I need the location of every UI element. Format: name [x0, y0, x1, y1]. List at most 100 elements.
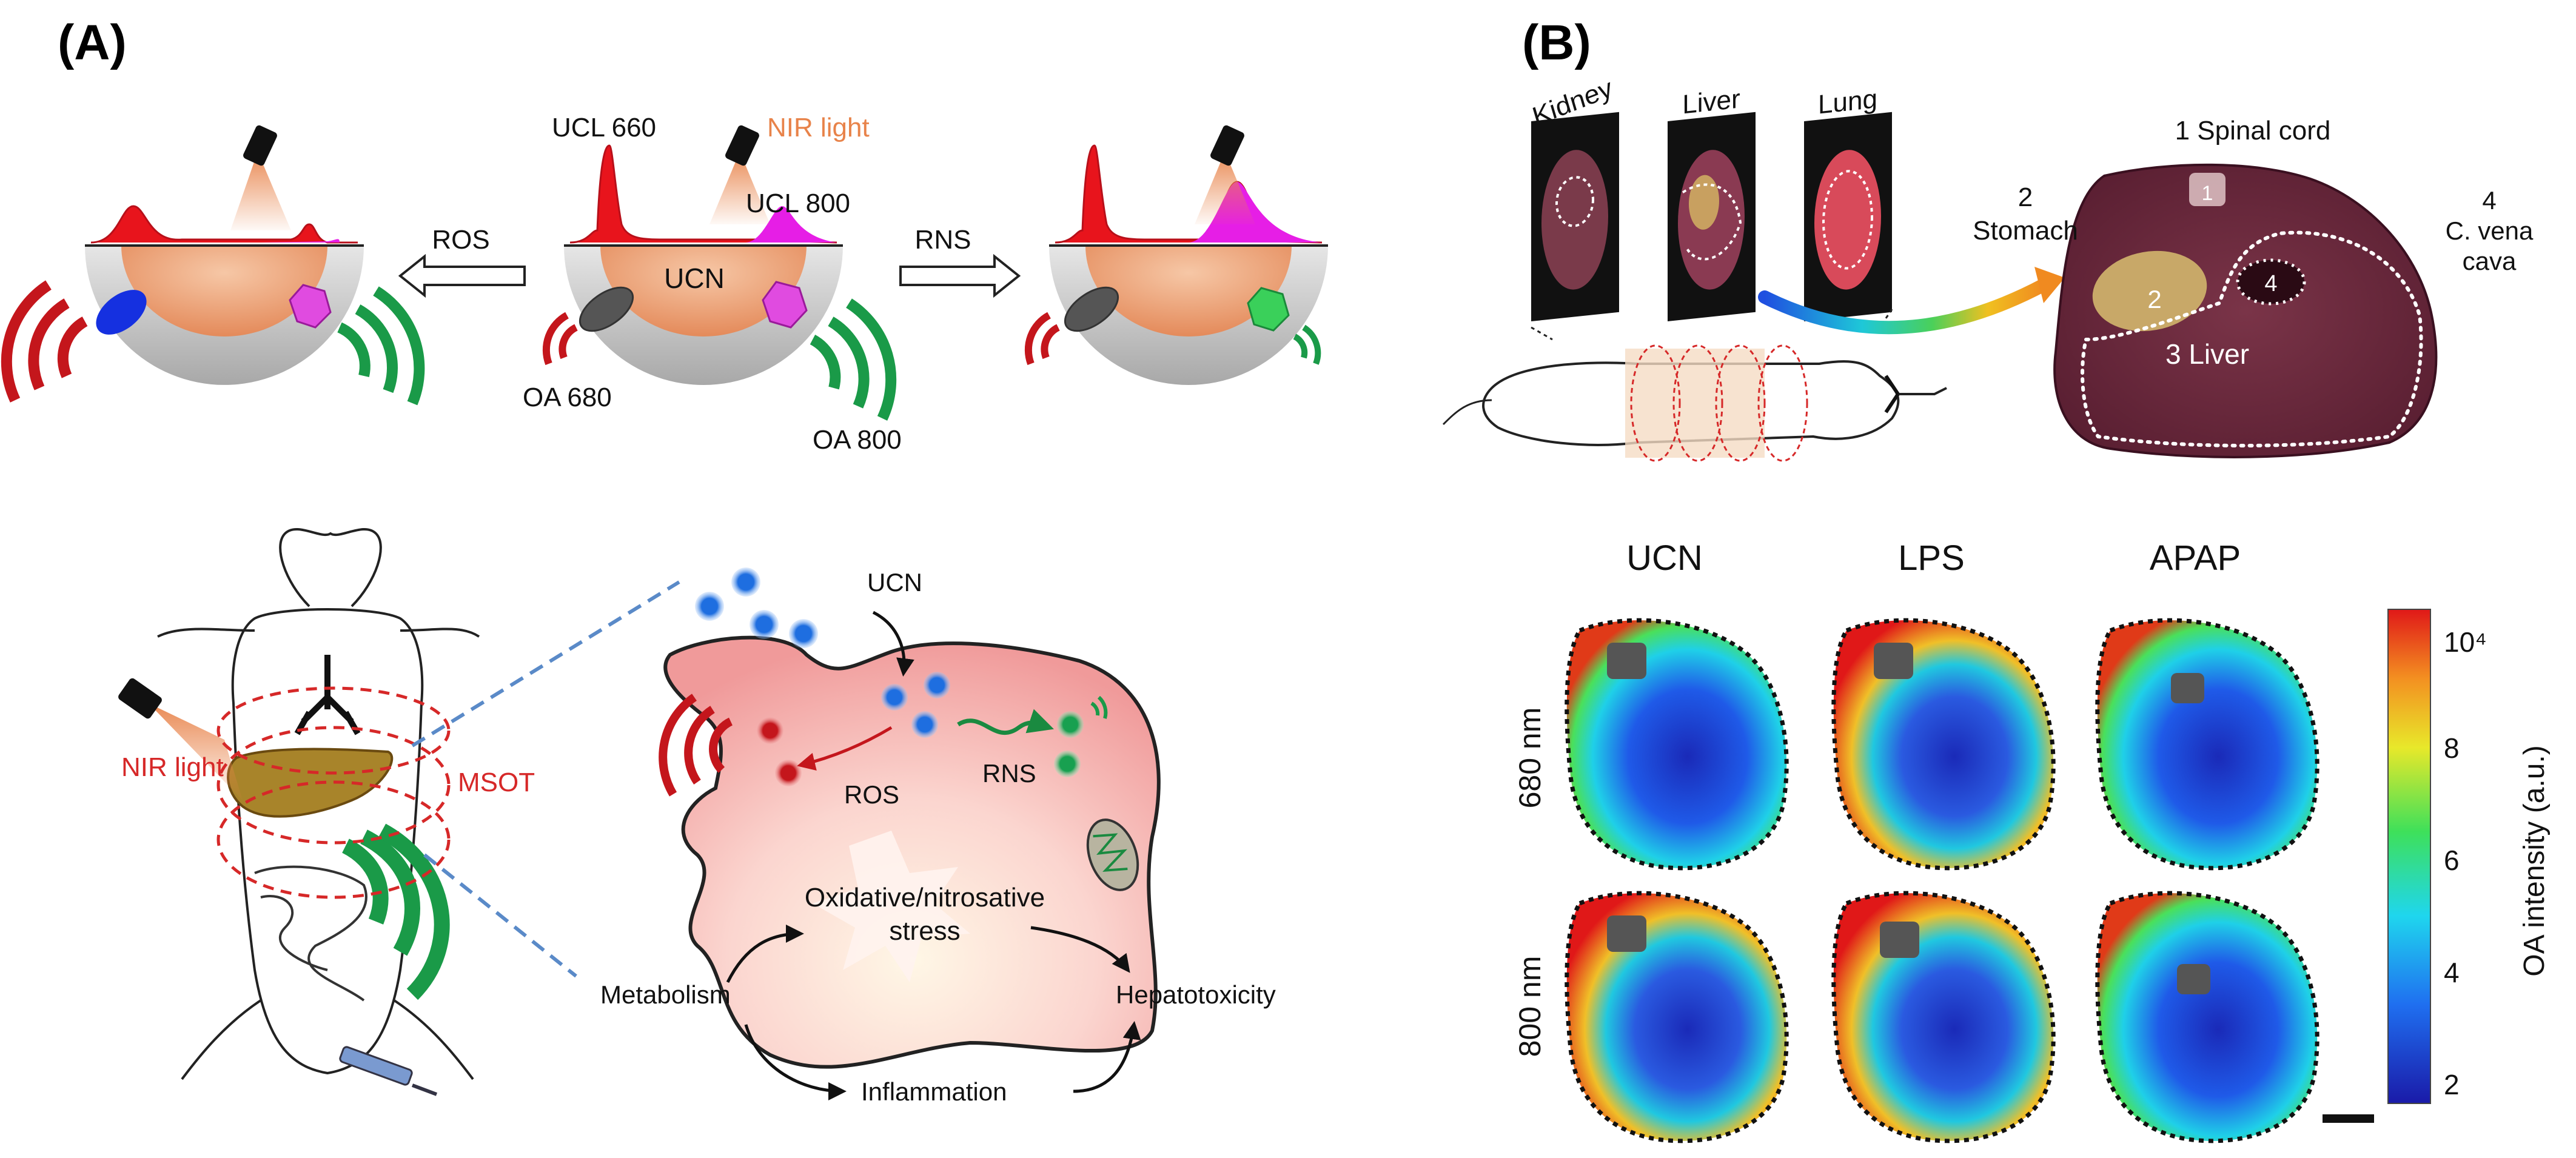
heatmap-cell-apap-800: [2095, 891, 2319, 1143]
oa800-dye-magenta: [289, 284, 332, 329]
marker-1: 1: [2202, 182, 2213, 205]
ucl800-peak: [1189, 182, 1322, 243]
colorbar-tick: 8: [2444, 732, 2460, 764]
colorbar-tick: 4: [2444, 957, 2460, 988]
rns-label: RNS: [982, 759, 1036, 788]
metabolism-label: Metabolism: [600, 980, 731, 1009]
oa800-wave-icon: [810, 298, 897, 421]
scale-bar: [2323, 1114, 2374, 1123]
heatmap-cell-lps-680: [1831, 618, 2056, 871]
colorbar-tick: 10⁴: [2444, 626, 2487, 658]
rns-arrow: [957, 709, 1054, 735]
colorbar-tick: 2: [2444, 1069, 2460, 1100]
ucn-label: UCN: [867, 568, 922, 597]
oa800-wave-icon: [1090, 695, 1108, 719]
ros-label: ROS: [432, 225, 489, 255]
heatmap-cell-ucn-680: [1565, 618, 1789, 871]
ucl660-label: UCL 660: [552, 113, 656, 142]
ucn-particle-rns: [1024, 125, 1328, 385]
organ-thumb-kidney: Kidney: [1529, 73, 1619, 321]
column-label-lps: LPS: [1898, 538, 1965, 578]
cross-section: 2 4 1 3 Liver 1 Spinal cord 2 Stomach 4 …: [1973, 116, 2534, 458]
vena-label-line2: cava: [2463, 247, 2517, 275]
spinal-cord-label: 1 Spinal cord: [2175, 116, 2331, 146]
stress-label-line1: Oxidative/nitrosative: [805, 883, 1045, 912]
ucl-spectrum: [90, 205, 358, 244]
ucl800-peak: [261, 239, 340, 243]
heatmap-cell-ucn-800: [1565, 891, 1789, 1143]
rns-arrow: RNS: [899, 225, 1021, 298]
zoom-arrowhead: [2034, 267, 2065, 303]
ucn-core: [121, 246, 327, 336]
oa800-label: OA 800: [813, 425, 902, 455]
ucn-dot: [881, 684, 908, 711]
nir-laser-icon: [230, 125, 291, 230]
msot-scan-ellipse: [216, 686, 451, 775]
ucn-dot: [695, 592, 724, 621]
zoom-line: [411, 580, 680, 748]
ucn-particle-ros: [1, 125, 425, 406]
vena-label-line1: C. vena: [2446, 216, 2534, 245]
column-label-ucn: UCN: [1626, 538, 1703, 578]
oa800-dye: [762, 281, 808, 329]
panel-a-label: (A): [58, 15, 127, 70]
liver-outline: [2081, 230, 2423, 447]
organ-thumb-lung: Lung: [1804, 84, 1892, 321]
ucn-particle-center: UCN UCL 660 NIR light UCL 800 OA 680 OA …: [523, 113, 902, 455]
ucl800-label: UCL 800: [746, 189, 850, 218]
ros-arrow: [797, 726, 893, 771]
ros-dot: [757, 717, 783, 744]
stomach-region: [2092, 250, 2207, 332]
stress-hepatotox-arrow: [1030, 926, 1130, 973]
ros-arrow: ROS: [398, 225, 526, 298]
mitochondrion-icon: [1086, 818, 1139, 891]
oa680-wave-icon: [659, 694, 733, 797]
zoom-arrow: [1758, 278, 2050, 335]
ucl-spectrum: [1055, 144, 1323, 244]
stomach-label: Stomach: [1973, 216, 2078, 246]
vena-cava-outline: [2236, 258, 2306, 306]
row-label-680: 680 nm: [1513, 708, 1547, 809]
ucn-dot: [750, 610, 779, 639]
organ-label-lung: Lung: [1818, 84, 1877, 119]
colorbar: 10⁴ 8 6 4 2 OA intensity (a.u.): [2387, 609, 2551, 1104]
stress-burst: [813, 831, 970, 982]
marker-2: 2: [2147, 285, 2161, 313]
mouse-msot-illustration: NIR light MSOT: [118, 528, 680, 1096]
heatmap-cell-apap-680: [2095, 618, 2319, 871]
row-label-800: 800 nm: [1513, 956, 1547, 1057]
inflammation-hepatotox-arrow: [1073, 1021, 1141, 1093]
oa680-label: OA 680: [523, 383, 612, 412]
ros-label: ROS: [844, 780, 899, 809]
oa680-dye: [1064, 286, 1119, 332]
ucn-dot: [731, 567, 760, 597]
ucn-label: UCN: [664, 263, 725, 294]
organ-thumb-liver: Liver: [1668, 84, 1756, 321]
liver-label: 3 Liver: [2165, 338, 2249, 370]
column-label-apap: APAP: [2150, 538, 2241, 578]
msot-scan-ellipse: [216, 780, 451, 899]
colorbar-gradient: [2387, 609, 2431, 1104]
msot-scan-ellipse: [216, 726, 451, 845]
nir-laser-icon: [1195, 125, 1255, 224]
oa800-dye-green: [1247, 287, 1290, 332]
hepatotoxicity-label: Hepatotoxicity: [1116, 980, 1276, 1009]
nir-beam: [149, 703, 243, 800]
liver-icon: [227, 748, 394, 818]
ros-dot: [775, 760, 802, 786]
nir-light-label: NIR light: [767, 113, 870, 142]
metabolism-stress-arrow: [726, 925, 804, 983]
panel-b-label: (B): [1522, 15, 1591, 70]
oa680-wave-icon: [542, 312, 578, 366]
oa680-wave-icon: [1024, 312, 1060, 366]
nir-laser-icon: [118, 678, 162, 719]
organ-label-liver: Liver: [1682, 84, 1740, 120]
inflammation-label: Inflammation: [861, 1077, 1007, 1106]
hepatocyte-cell: UCN ROS RNS Oxidative/nitrosative stress…: [600, 567, 1276, 1106]
marker-4: 4: [2264, 271, 2277, 296]
uptake-arrow: [872, 611, 914, 677]
msot-label: MSOT: [458, 768, 535, 797]
organ-thumbnails: Kidney Liver Lung: [1529, 73, 1893, 341]
metabolism-inflammation-arrow: [744, 1024, 847, 1100]
